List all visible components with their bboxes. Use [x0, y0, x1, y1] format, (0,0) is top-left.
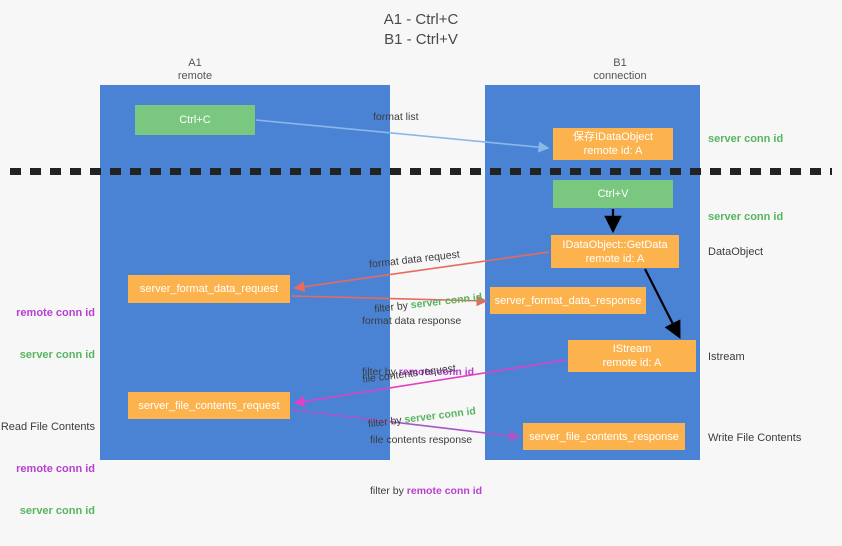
- box-server-format-data-request[interactable]: server_format_data_request: [128, 275, 290, 303]
- diagram-canvas: A1 - Ctrl+C B1 - Ctrl+V A1 remote B1 con…: [0, 11, 832, 517]
- note-left-read-file-contents: Read File Contents remote conn id server…: [0, 392, 95, 546]
- edge-label-file-contents-response: file contents response filter by remote …: [370, 403, 482, 529]
- box-ctrl-c[interactable]: Ctrl+C: [135, 105, 255, 135]
- note-server-conn-id-bottom: server conn id: [19, 505, 95, 517]
- note-remote-conn-id-bottom: remote conn id: [16, 463, 95, 475]
- edge-label-file-contents-response-filter: filter by remote conn id: [370, 484, 482, 499]
- box-istream[interactable]: IStream remote id: A: [568, 340, 696, 372]
- note-remote-conn-id-mid: remote conn id: [16, 307, 95, 319]
- note-data-object: DataObject: [708, 246, 764, 258]
- note-read-file-contents: Read File Contents: [0, 421, 95, 433]
- edge-label-format-list: format list: [373, 111, 419, 123]
- box-server-file-contents-response[interactable]: server_file_contents_response: [523, 423, 685, 450]
- box-server-file-contents-request[interactable]: server_file_contents_request: [128, 392, 290, 419]
- note-istream: Istream: [708, 351, 745, 363]
- box-idataobject-getdata[interactable]: IDataObject::GetData remote id: A: [551, 235, 679, 268]
- divider-dashed-line: [10, 168, 832, 175]
- edge-label-format-data-request-title: format data request: [368, 248, 461, 271]
- filter-prefix: filter by: [370, 485, 407, 497]
- edge-label-format-data-response: format data response filter by remote co…: [362, 284, 474, 410]
- note-server-conn-id-top: server conn id: [708, 133, 784, 145]
- box-server-format-data-response[interactable]: server_format_data_response: [490, 287, 646, 314]
- page-title: A1 - Ctrl+C B1 - Ctrl+V: [383, 11, 459, 48]
- filter-value-remote-conn-id: remote conn id: [406, 485, 483, 497]
- column-header-a1: A1 remote: [177, 57, 213, 82]
- note-server-conn-id-left-mid: server conn id: [19, 349, 95, 361]
- edge-label-format-data-response-title: format data response: [362, 315, 462, 327]
- filter-prefix: filter by: [362, 366, 399, 378]
- note-left-conn-ids-mid: remote conn id server conn id: [0, 278, 95, 390]
- box-ole-idataobject[interactable]: 保存IDataObject remote id: A: [553, 128, 673, 160]
- edge-label-file-contents-response-title: file contents response: [370, 434, 473, 446]
- edge-label-file-contents-request-title: file contents request: [361, 362, 457, 386]
- box-ctrl-v[interactable]: Ctrl+V: [553, 180, 673, 208]
- edge-label-format-data-response-filter: filter by remote conn id: [362, 365, 474, 380]
- note-write-file-contents: Write File Contents: [708, 432, 802, 444]
- column-header-b1: B1 connection: [593, 57, 647, 82]
- note-server-conn-id-mid: server conn id: [708, 211, 784, 223]
- filter-value-remote-conn-id: remote conn id: [398, 366, 475, 378]
